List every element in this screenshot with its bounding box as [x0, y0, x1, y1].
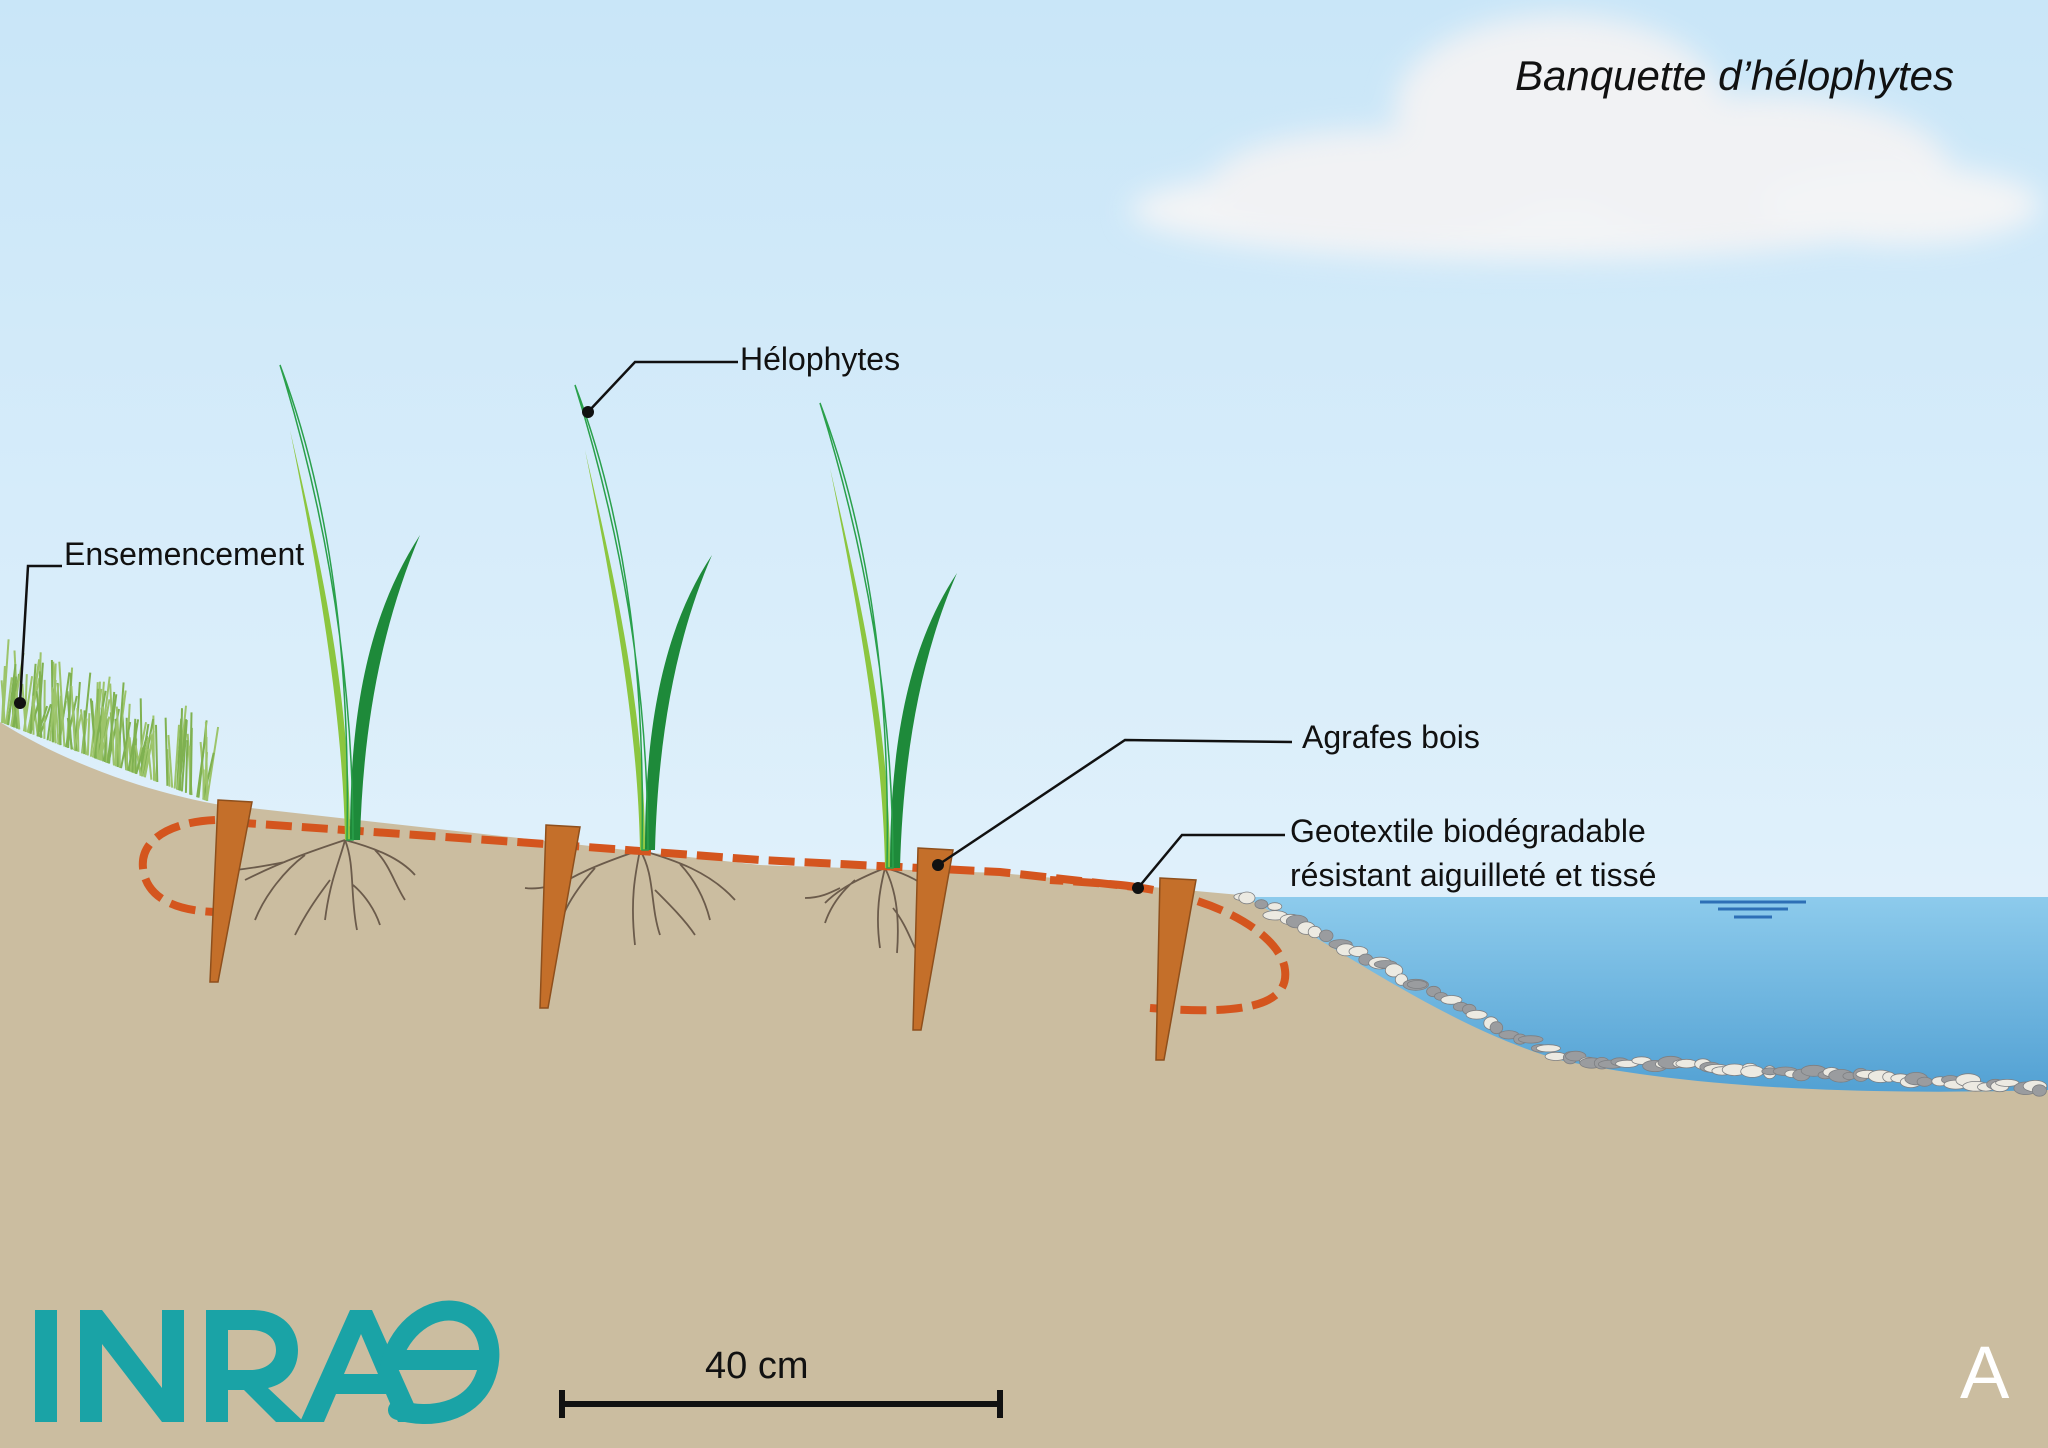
seeded-grass — [0, 639, 220, 802]
cloud — [1130, 15, 2040, 260]
helophyte-plant-3 — [819, 402, 957, 869]
leader-geotextile — [1137, 833, 1285, 889]
label-ensemencement: Ensemencement — [64, 536, 305, 572]
diagram-title: Banquette d’hélophytes — [1515, 52, 1955, 99]
leader-agrafes — [937, 738, 1293, 867]
leader-dots — [14, 406, 1144, 894]
water-level-icon — [1700, 900, 1806, 919]
label-geotextile-line2: résistant aiguilleté et tissé — [1290, 857, 1657, 893]
inrae-logo — [35, 1300, 500, 1425]
panel-letter: A — [1960, 1331, 2010, 1414]
label-agrafes-bois: Agrafes bois — [1302, 719, 1480, 755]
shoreline-stones — [1233, 891, 2048, 1097]
leader-lines — [18, 360, 1293, 889]
soil-bank — [0, 722, 2048, 1448]
geotextile-envelope — [138, 816, 1290, 1015]
leader-helophytes — [587, 360, 738, 413]
wood-stakes — [209, 799, 1197, 1061]
helophyte-plant-1 — [279, 364, 420, 841]
leader-ensemencement — [18, 564, 62, 704]
stake-4 — [1155, 877, 1197, 1061]
stake-1 — [209, 799, 253, 983]
helophyte-plant-2 — [574, 384, 712, 851]
label-helophytes: Hélophytes — [740, 341, 901, 377]
scale-bar-label: 40 cm — [705, 1345, 809, 1387]
scale-bar — [559, 1390, 1003, 1418]
stake-3 — [912, 847, 954, 1031]
stake-2 — [539, 824, 581, 1009]
label-geotextile-line1: Geotextile biodégradable — [1290, 813, 1646, 849]
